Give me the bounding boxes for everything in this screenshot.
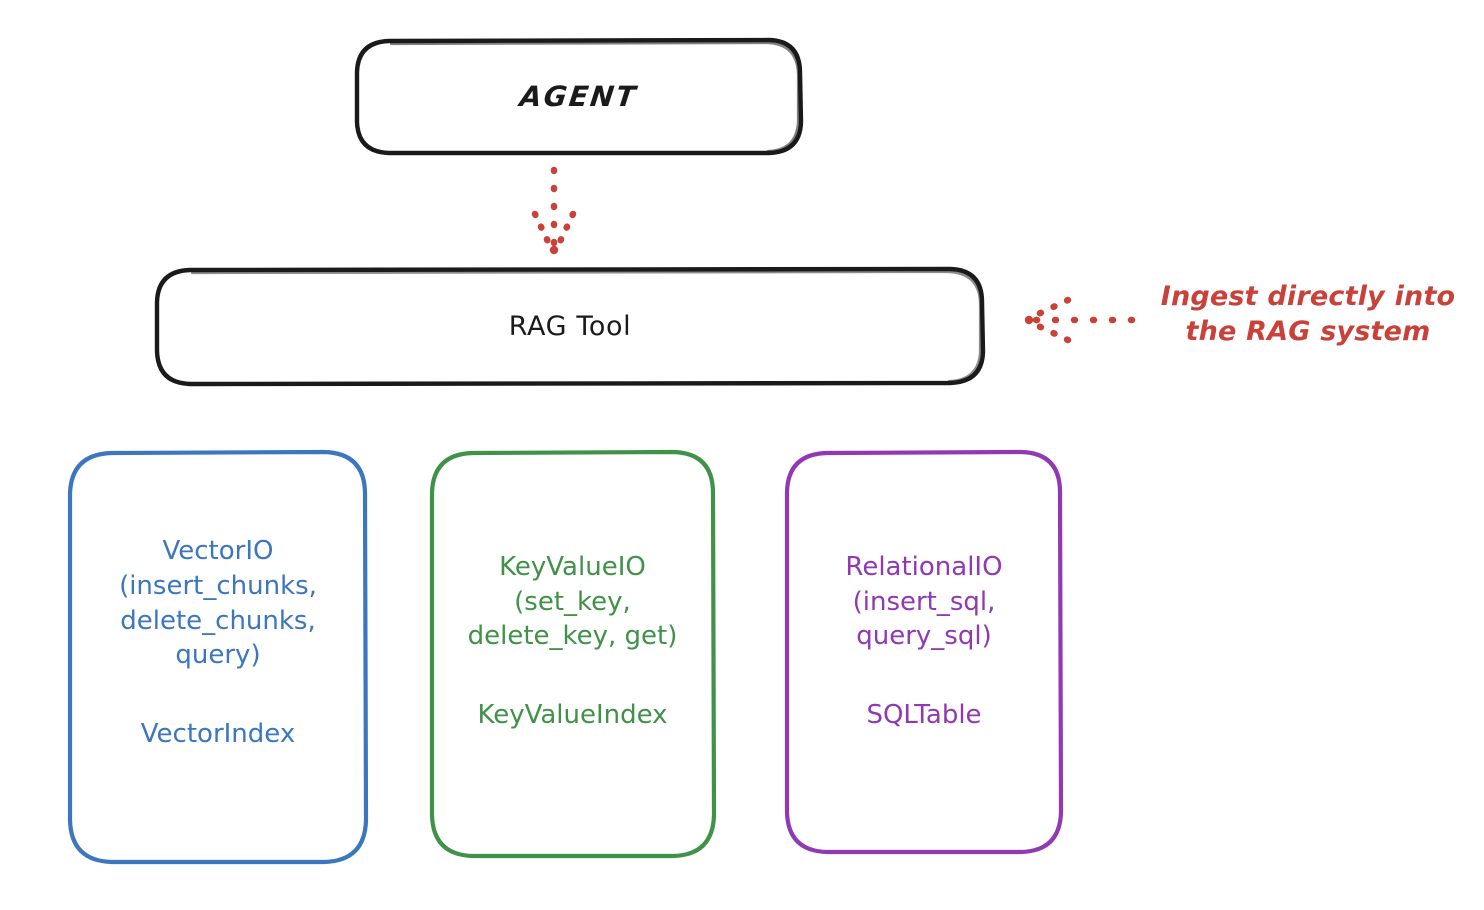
node-rag-tool[interactable]: RAG Tool <box>157 269 983 384</box>
vector-io-box-outline <box>67 449 369 865</box>
agent-label: AGENT <box>518 79 640 113</box>
sql-table-label: SQLTable <box>866 699 982 730</box>
rag-tool-label: RAG Tool <box>508 310 632 342</box>
connector-ingest-to-rag-tool <box>1024 296 1136 344</box>
node-key-value-io[interactable]: KeyValueIO (set_key, delete_key, get) Ke… <box>431 452 714 856</box>
rag-tool-box-outline <box>154 266 986 387</box>
annotation-ingest-directly: Ingest directly into the RAG system <box>1160 281 1456 348</box>
key-value-io-api-label: KeyValueIO (set_key, delete_key, get) <box>467 552 678 652</box>
agent-box-outline <box>354 37 804 156</box>
node-agent[interactable]: AGENT <box>357 40 801 154</box>
node-vector-io[interactable]: VectorIO (insert_chunks, delete_chunks, … <box>70 452 366 863</box>
connector-agent-to-rag-tool <box>531 166 577 255</box>
relational-io-box-outline <box>784 449 1064 855</box>
key-value-index-label: KeyValueIndex <box>477 699 668 730</box>
vector-io-content: VectorIO (insert_chunks, delete_chunks, … <box>70 534 366 748</box>
node-relational-io[interactable]: RelationalIO (insert_sql, query_sql) SQL… <box>787 452 1061 852</box>
vector-io-api-label: VectorIO (insert_chunks, delete_chunks, … <box>119 536 317 671</box>
relational-io-api-label: RelationalIO (insert_sql, query_sql) <box>845 552 1003 652</box>
relational-io-content: RelationalIO (insert_sql, query_sql) SQL… <box>787 550 1061 730</box>
vector-index-label: VectorIndex <box>140 718 296 749</box>
key-value-io-content: KeyValueIO (set_key, delete_key, get) Ke… <box>431 550 714 730</box>
key-value-io-box-outline <box>429 449 717 859</box>
